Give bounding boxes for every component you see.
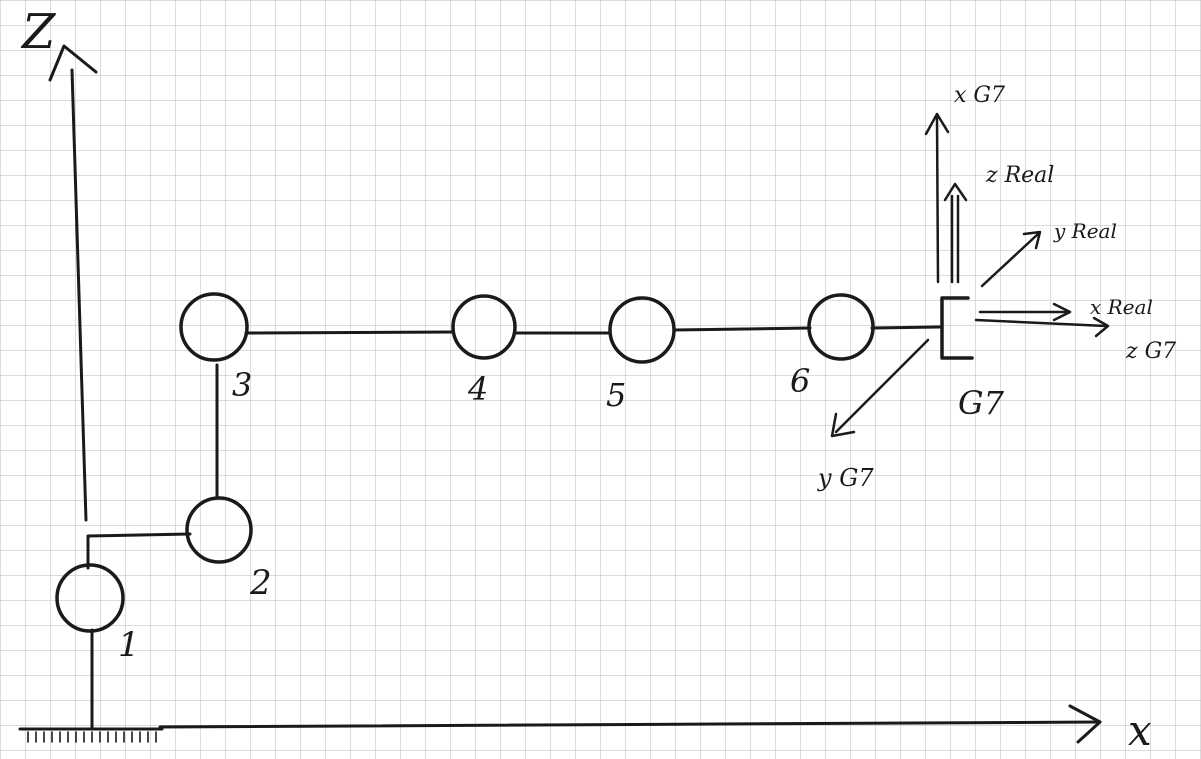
x-g7-arrow	[924, 112, 950, 284]
joint-5-label: 5	[606, 376, 626, 414]
z-g7-label: z G7	[1125, 339, 1176, 364]
joint-3-label: 3	[232, 366, 252, 404]
y-real-arrow	[980, 230, 1042, 288]
joint-4	[451, 294, 517, 360]
x-axis-label: x	[1128, 706, 1152, 755]
x-axis	[158, 704, 1102, 744]
gripper-label: G7	[958, 384, 1005, 422]
joint-2	[185, 496, 253, 564]
joint-2-label: 2	[249, 563, 272, 603]
joint-5	[608, 296, 676, 364]
y-g7-arrow	[830, 338, 930, 438]
z-axis-label: Z	[20, 4, 57, 60]
z-g7-arrow	[974, 316, 1110, 338]
y-real-label: y Real	[1053, 219, 1117, 243]
z-axis	[48, 44, 98, 522]
z-real-arrow	[943, 182, 968, 284]
joint-3	[179, 292, 249, 362]
joint-6-label: 6	[790, 362, 810, 400]
joint-1	[55, 563, 125, 633]
gripper-g7	[940, 296, 974, 360]
x-g7-label: x G7	[954, 83, 1005, 108]
y-g7-label: y G7	[817, 464, 874, 492]
x-real-arrow	[978, 302, 1072, 322]
arm-links	[86, 325, 942, 730]
x-real-label: x Real	[1090, 295, 1153, 319]
joint-1-label: 1	[118, 625, 140, 665]
joint-4-label: 4	[467, 370, 488, 408]
joint-6	[807, 293, 875, 361]
z-real-label: z Real	[985, 163, 1054, 188]
